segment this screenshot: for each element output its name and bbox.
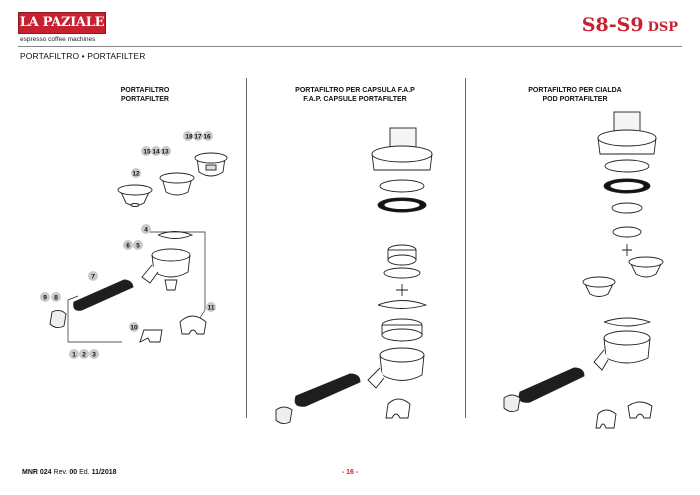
column-title-line1: PORTAFILTRO PER CAPSULA F.A.P <box>295 87 415 94</box>
pod-handle-cap <box>503 394 521 413</box>
pod-disc <box>612 226 642 238</box>
callout-2: 2 <box>82 352 86 359</box>
brand-logo: LA PAZIALE <box>18 12 106 34</box>
pod-screen <box>611 202 643 214</box>
spring-clip <box>377 300 428 309</box>
handle-cap <box>49 309 67 329</box>
part-callouts: 18 17 16 15 14 13 12 4 6 5 7 9 8 11 10 1… <box>40 131 216 359</box>
capsule-portafilter-body <box>367 347 425 389</box>
handle <box>73 279 134 311</box>
column-title-line2: F.A.P. CAPSULE PORTAFILTER <box>303 96 407 103</box>
pod-screw <box>622 244 632 256</box>
shower-screen <box>387 244 417 266</box>
header-rule <box>18 46 682 47</box>
callout-18-17-16: 18 17 16 <box>185 134 211 141</box>
pod-holder-assembly <box>597 111 657 155</box>
column-title-line2: POD PORTAFILTER <box>542 96 608 103</box>
rev-number: 00 <box>69 469 78 476</box>
callout-8: 8 <box>54 295 58 302</box>
capsule-handle <box>294 373 361 407</box>
column-divider-2 <box>465 78 466 418</box>
column-divider-1 <box>246 78 247 418</box>
spout-double <box>179 315 207 335</box>
pod-seal-ring-inner <box>609 181 645 191</box>
spacer-disc <box>383 267 421 279</box>
callout-4: 4 <box>144 227 148 234</box>
retaining-spring <box>157 231 194 239</box>
callout-5: 5 <box>136 243 140 250</box>
pod-spring <box>603 317 652 327</box>
rev-label: Rev. <box>53 469 68 476</box>
callout-12: 12 <box>132 171 140 178</box>
pod-spout-double <box>627 401 653 419</box>
portafilter-body <box>141 248 191 291</box>
pod-portafilter-body <box>593 330 651 371</box>
callout-10: 10 <box>130 325 138 332</box>
callout-15-14-13: 15 14 13 <box>143 149 169 156</box>
filter-basket-double <box>159 172 195 196</box>
screw <box>396 284 408 296</box>
filter-basket-single <box>117 184 153 207</box>
brand-tagline: espresso coffee machines <box>20 36 96 43</box>
assembly-line <box>150 231 206 319</box>
column-title-line2: PORTAFILTER <box>121 96 169 103</box>
ed-label: Ed. <box>79 469 90 476</box>
section-title: PORTAFILTRO • PORTAFILTER <box>20 51 146 61</box>
capsule-basket <box>381 318 423 342</box>
capsule-holder-assembly <box>371 127 433 171</box>
pod-handle <box>518 367 585 403</box>
capsule-handle-cap <box>275 406 293 425</box>
column-title-capsule: PORTAFILTRO PER CAPSULA F.A.P F.A.P. CAP… <box>270 86 440 104</box>
column-title-line1: PORTAFILTRO PER CIALDA <box>528 87 622 94</box>
callout-7: 7 <box>91 274 95 281</box>
model-suffix: DSP <box>647 20 678 35</box>
column-title-pod: PORTAFILTRO PER CIALDA POD PORTAFILTER <box>500 86 650 104</box>
column-title-line1: PORTAFILTRO <box>120 87 170 94</box>
callout-11: 11 <box>208 305 215 312</box>
gasket <box>379 179 425 193</box>
model-name: S8-S9 <box>581 14 644 36</box>
pod-gasket <box>604 159 650 173</box>
spout-single <box>139 329 163 343</box>
page-number: - 16 - <box>341 469 359 476</box>
callout-3: 3 <box>92 352 96 359</box>
callout-bracket <box>67 295 122 343</box>
edition-date: 11/2018 <box>91 469 117 476</box>
seal-ring-inner <box>383 200 421 210</box>
callout-1: 1 <box>72 352 76 359</box>
pod-basket-small <box>582 276 616 297</box>
callout-9: 9 <box>43 295 47 302</box>
column-title-portafilter: PORTAFILTRO PORTAFILTER <box>90 86 200 104</box>
callout-6: 6 <box>126 243 130 250</box>
pod-spout-single <box>595 409 617 429</box>
capsule-spout <box>385 398 411 419</box>
doc-code: MNR 024 <box>22 469 52 476</box>
pod-basket-large <box>628 256 664 278</box>
document-reference: MNR 024 Rev. 00 Ed. 11/2018 <box>22 469 117 476</box>
filter-basket-triple <box>194 152 228 177</box>
